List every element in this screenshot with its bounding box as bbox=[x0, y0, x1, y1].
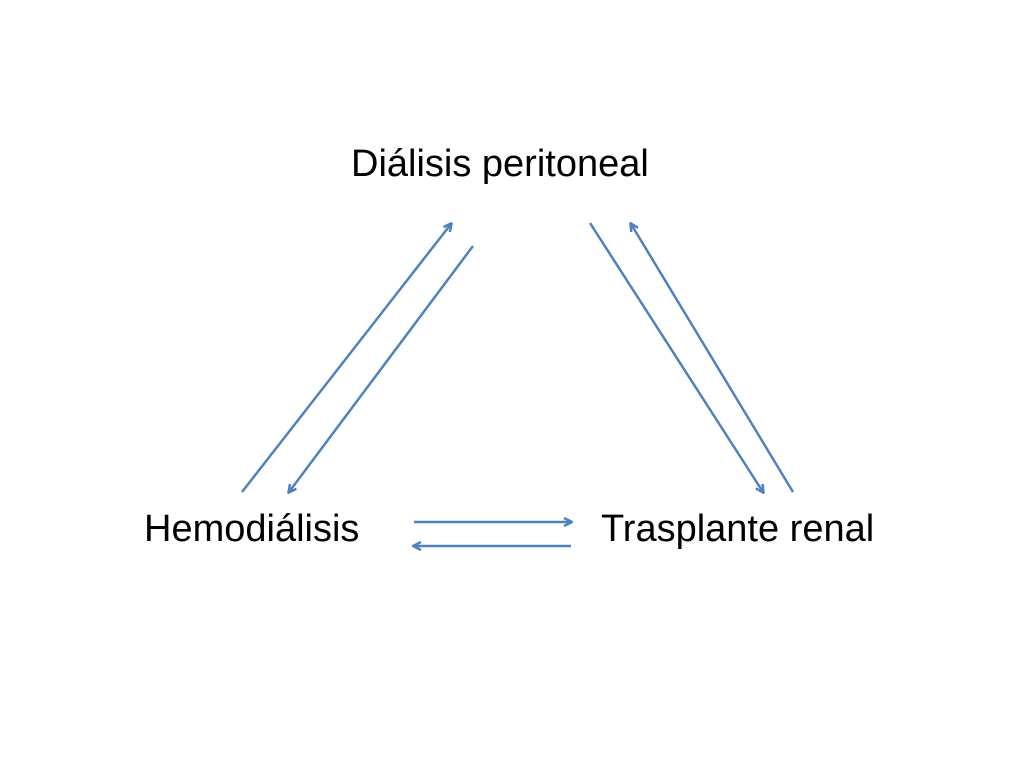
arrow-top-to-left bbox=[289, 245, 475, 492]
arrow-top-to-right bbox=[588, 222, 763, 492]
arrow-left-to-top bbox=[241, 224, 451, 493]
arrow-right-to-top bbox=[631, 224, 795, 493]
node-dialisis-peritoneal: Diálisis peritoneal bbox=[351, 143, 649, 185]
node-hemodialisis: Hemodiálisis bbox=[144, 508, 360, 550]
node-trasplante-renal: Trasplante renal bbox=[601, 508, 875, 550]
